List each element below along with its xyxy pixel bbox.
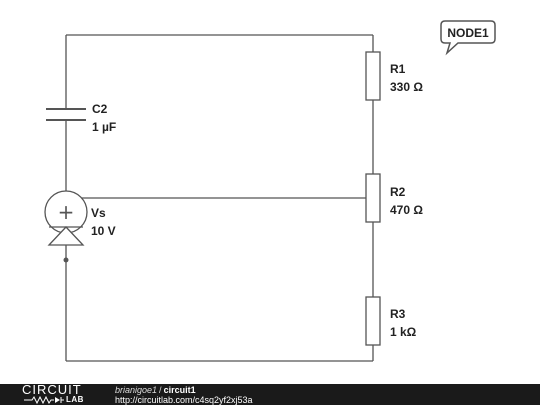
circuit-schematic: C2 1 µF + Vs 10 V R1 330 Ω R2 470 Ω — [44, 20, 496, 362]
r2-value: 470 Ω — [390, 203, 423, 217]
meta-separator: / — [159, 385, 162, 395]
vs-name: Vs — [91, 206, 106, 220]
vs-value: 10 V — [91, 224, 116, 238]
logo-wordmark-top: CIRCUIT — [22, 382, 82, 397]
circuit-name-link[interactable]: circuit1 — [163, 385, 196, 395]
voltage-source-vs[interactable]: + Vs 10 V — [44, 190, 116, 263]
r3-value: 1 kΩ — [390, 325, 417, 339]
node-label-node1[interactable]: NODE1 — [440, 20, 496, 56]
c2-name: C2 — [92, 102, 108, 116]
node-label-callout — [440, 20, 496, 56]
r1-value: 330 Ω — [390, 80, 423, 94]
circuitlab-logo[interactable]: CIRCUIT LAB — [22, 382, 92, 405]
r2-name: R2 — [390, 185, 406, 199]
circuit-url-link[interactable]: http://circuitlab.com/c4sq2yf2xj53a — [115, 395, 253, 405]
capacitor-c2[interactable]: C2 1 µF — [46, 102, 116, 134]
wires — [65, 34, 374, 362]
resistor-r3[interactable]: R3 1 kΩ — [365, 296, 417, 346]
resistor-r3-body — [365, 296, 381, 346]
resistor-icon — [24, 396, 64, 404]
resistor-r1-body — [365, 51, 381, 101]
author-link[interactable]: brianigoe1 — [115, 385, 158, 395]
resistor-r2[interactable]: R2 470 Ω — [365, 173, 423, 223]
node-label-text: NODE1 — [447, 26, 489, 40]
logo-wordmark-bottom: LAB — [66, 395, 84, 404]
r1-name: R1 — [390, 62, 406, 76]
footer-bar: CIRCUIT LAB brianigoe1/circuit1 http://c… — [0, 382, 540, 405]
voltage-source-plus-sign: + — [58, 200, 75, 224]
c2-value: 1 µF — [92, 120, 116, 134]
voltage-source-arrow — [47, 226, 85, 246]
junction-dot — [63, 257, 69, 263]
r3-name: R3 — [390, 307, 406, 321]
resistor-r1[interactable]: R1 330 Ω — [365, 51, 423, 101]
circuit-meta: brianigoe1/circuit1 — [115, 385, 196, 395]
resistor-r2-body — [365, 173, 381, 223]
